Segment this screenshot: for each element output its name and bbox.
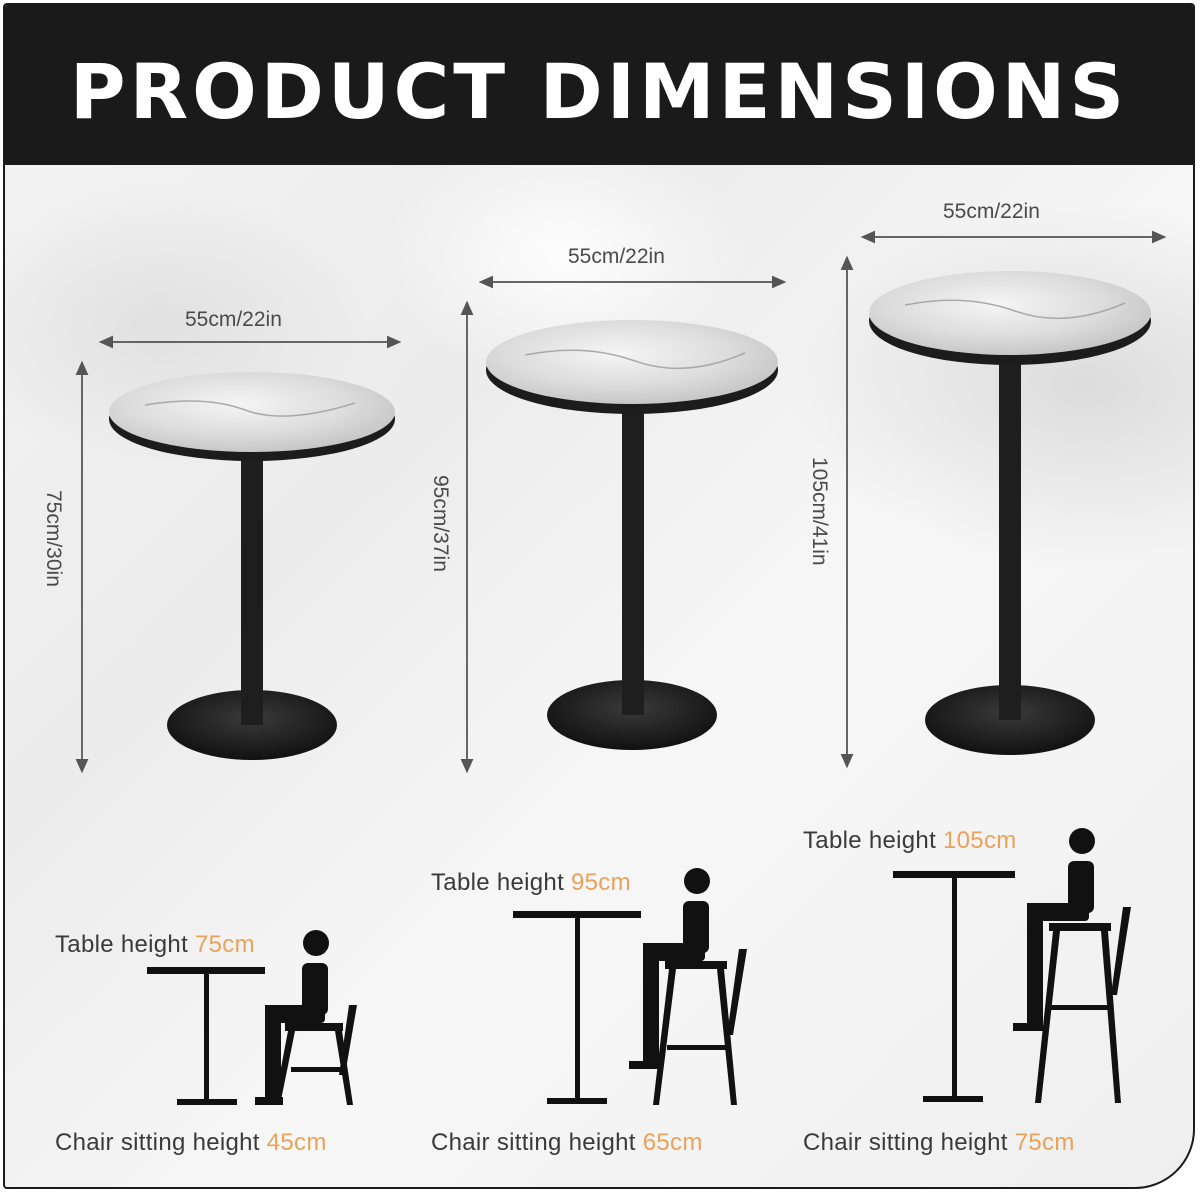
marble-vein (904, 299, 1126, 320)
stool-leg (274, 1031, 295, 1105)
stool-seat (665, 961, 727, 969)
stool-leg (653, 969, 676, 1105)
table-height-value: 95cm (571, 869, 631, 896)
person-foot (629, 1061, 659, 1069)
stool-back (339, 1005, 357, 1075)
height-label-1: 75cm/30in (42, 490, 65, 587)
stool-back (727, 949, 747, 1035)
stool-back (1111, 907, 1131, 995)
chair-height-value: 65cm (642, 1129, 703, 1156)
width-label-2: 55cm/22in (568, 245, 665, 268)
marble-vein (144, 400, 356, 417)
silhouette-table-foot (547, 1098, 607, 1104)
chair-height-label: Chair sitting height (803, 1129, 1008, 1156)
table-chair-silhouette-2 (513, 868, 747, 1105)
table-chair-silhouette-3 (893, 828, 1131, 1103)
table-height-caption-1: Table height 75cm (55, 931, 255, 959)
chair-height-caption-1: Chair sitting height 45cm (55, 1129, 327, 1157)
table-chair-silhouette-1 (147, 930, 357, 1105)
marble-vein (524, 349, 746, 370)
page-title: PRODUCT DIMENSIONS (69, 47, 1129, 136)
person-shin (643, 943, 659, 1067)
table-leg-3 (999, 350, 1021, 720)
person-shin (1027, 903, 1043, 1029)
header-banner: PRODUCT DIMENSIONS (5, 5, 1193, 165)
product-dimensions-card: PRODUCT DIMENSIONS (3, 3, 1195, 1189)
person-torso (683, 901, 709, 953)
height-label-3: 105cm/41in (808, 457, 831, 566)
silhouette-table-foot (177, 1099, 237, 1105)
table-height-label: Table height (55, 931, 189, 958)
table-height-value: 75cm (195, 931, 255, 958)
silhouette-table-top (513, 911, 641, 918)
height-label-2: 95cm/37in (429, 475, 452, 572)
chair-height-label: Chair sitting height (431, 1129, 636, 1156)
stool-leg (1035, 931, 1060, 1103)
table-height-label: Table height (431, 869, 565, 896)
person-head-icon (303, 930, 329, 956)
person-foot (1013, 1023, 1043, 1031)
table-2 (460, 275, 787, 774)
table-top-2 (486, 320, 778, 404)
chair-height-caption-2: Chair sitting height 65cm (431, 1129, 703, 1157)
table-height-caption-2: Table height 95cm (431, 869, 631, 897)
person-shin (265, 1005, 281, 1105)
table-height-caption-3: Table height 105cm (803, 827, 1017, 855)
silhouette-table-leg (204, 974, 209, 1099)
person-head-icon (684, 868, 710, 894)
table-height-label: Table height (803, 827, 937, 854)
table-height-value: 105cm (943, 827, 1017, 854)
stool-leg (717, 969, 737, 1105)
silhouette-table-leg (575, 918, 580, 1098)
chair-height-caption-3: Chair sitting height 75cm (803, 1129, 1075, 1157)
silhouette-table-top (147, 967, 265, 974)
silhouette-table-leg (952, 878, 957, 1096)
chair-height-label: Chair sitting height (55, 1129, 260, 1156)
person-foot (255, 1097, 283, 1105)
stool-seat (1049, 923, 1111, 931)
table-leg-1 (241, 455, 263, 725)
table-3 (840, 230, 1167, 769)
silhouette-table-top (893, 871, 1015, 878)
stool-rung (1051, 1005, 1113, 1010)
chair-height-value: 45cm (266, 1129, 327, 1156)
width-label-3: 55cm/22in (943, 200, 1040, 223)
stool-rung (667, 1045, 729, 1050)
width-label-1: 55cm/22in (185, 308, 282, 331)
person-torso (302, 963, 328, 1015)
stool-seat (285, 1023, 343, 1031)
stool-rung (291, 1067, 343, 1072)
table-leg-2 (622, 400, 644, 715)
person-torso (1068, 861, 1094, 913)
tables-illustration (75, 230, 1167, 1105)
table-1 (75, 335, 402, 774)
table-top-3 (869, 271, 1151, 355)
stool-leg (1101, 931, 1121, 1103)
silhouette-table-foot (923, 1096, 983, 1102)
person-head-icon (1069, 828, 1095, 854)
chair-height-value: 75cm (1014, 1129, 1075, 1156)
